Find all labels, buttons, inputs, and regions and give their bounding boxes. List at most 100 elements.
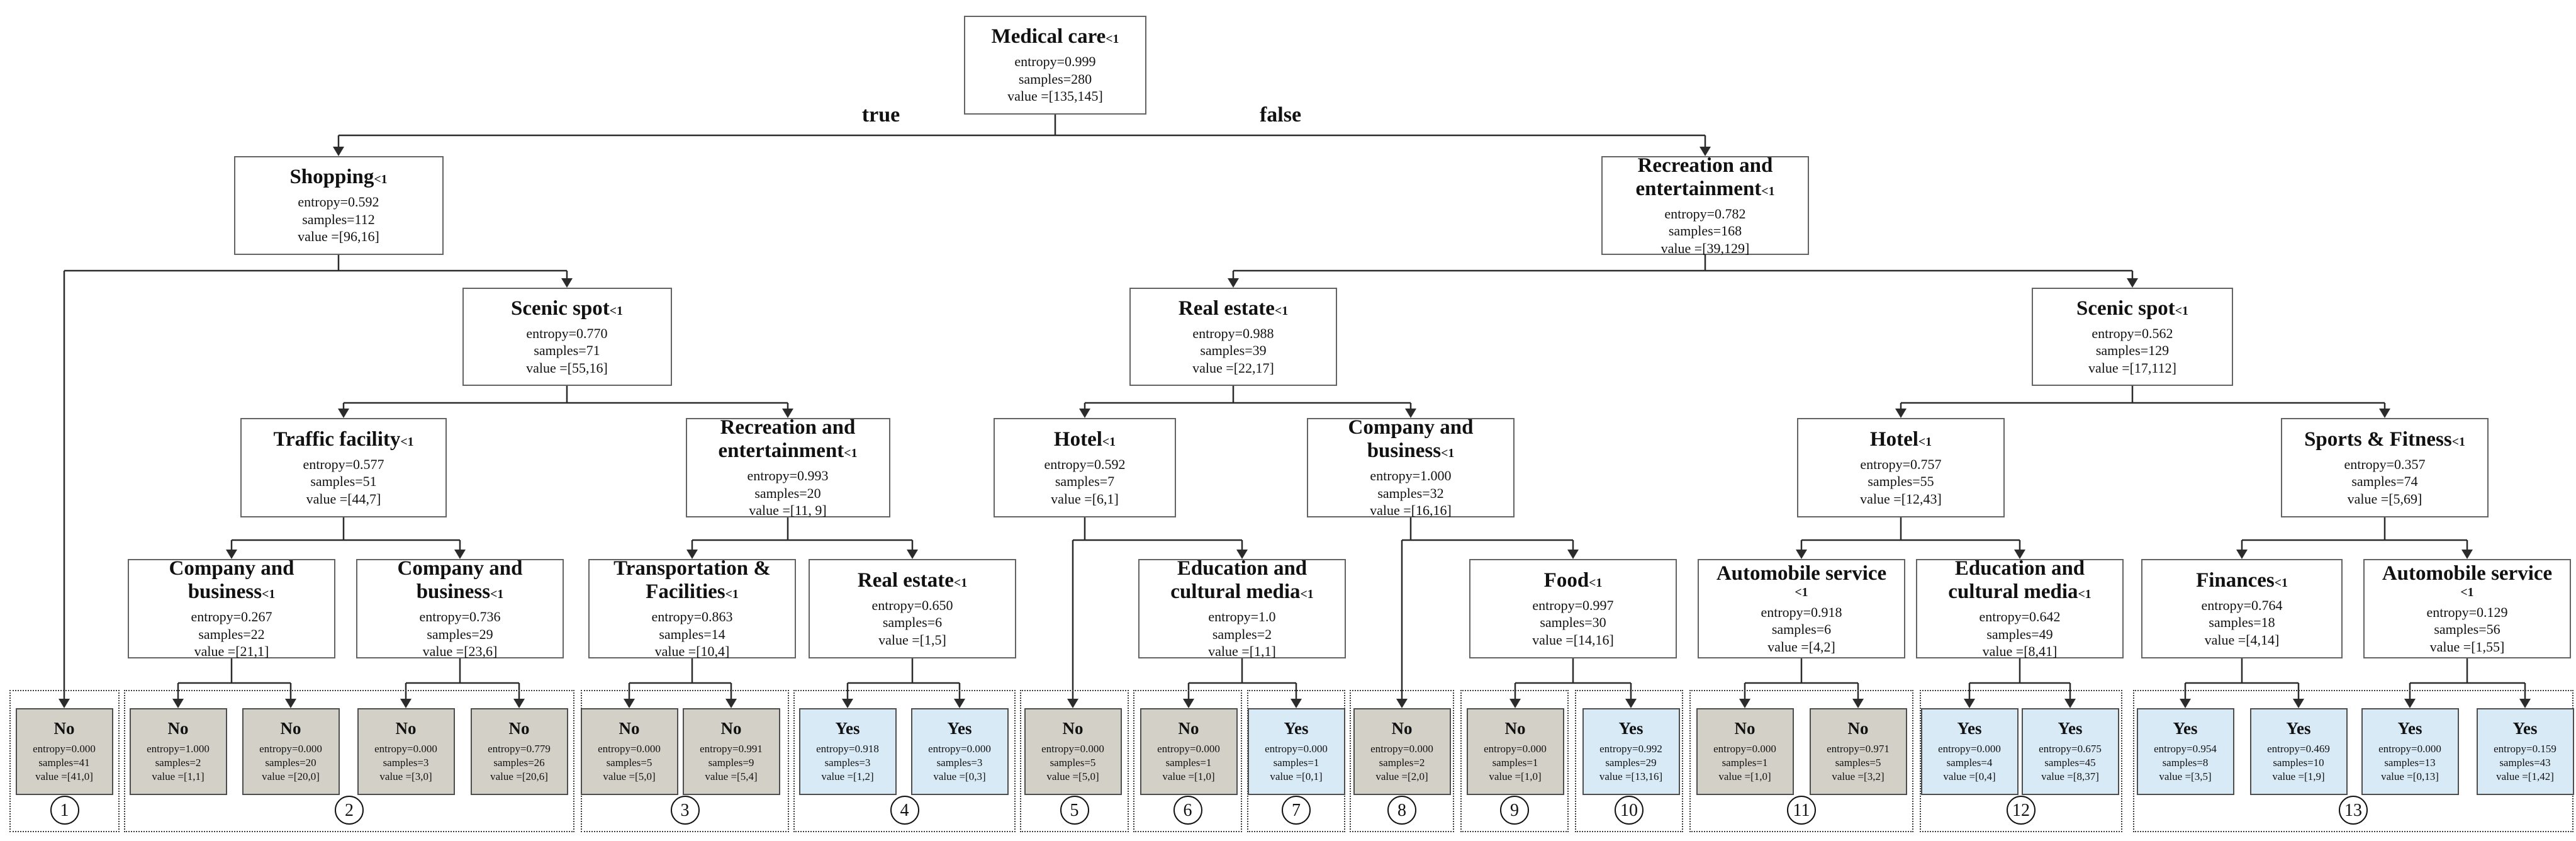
leaf-class-label: Yes [2173,719,2198,738]
leaf-class-label: No [280,719,301,738]
group-number: 11 [1787,796,1816,825]
split-threshold: <1 [844,446,858,461]
node-title: Shopping<1 [289,166,388,189]
entropy-line: entropy=0.954 [2154,742,2217,755]
value-line: value =[5,0] [1046,770,1099,782]
group-number-label: 2 [330,796,368,827]
leaf-group-box [1920,690,2122,832]
entropy-line: entropy=0.782 [1664,205,1746,222]
value-line: value =[4,14] [2204,631,2280,648]
entropy-line: entropy=0.000 [33,742,96,755]
group-number-label: 7 [1277,796,1315,827]
split-threshold: <1 [1106,32,1119,47]
leaf-group-box [124,690,574,832]
samples-line: samples=2 [155,756,201,769]
leaf-group-box [1460,690,1569,832]
entropy-line: entropy=1.0 [1208,609,1276,625]
entropy-line: entropy=0.991 [700,742,763,755]
leaf-class-label: Yes [1618,719,1644,738]
samples-line: samples=20 [754,485,821,501]
node-title: Real estate<1 [857,568,968,592]
entropy-line: entropy=0.764 [2201,597,2283,613]
leaf-group-box [1575,690,1683,832]
node-title: Transportation &Facilities<1 [613,557,771,604]
entropy-line: entropy=0.779 [488,742,551,755]
group-number: 1 [50,796,79,825]
group-number-label: 6 [1169,796,1207,827]
value-line: value =[3,5] [2159,770,2212,782]
value-line: value =[1,1] [1208,643,1276,660]
samples-line: samples=56 [2434,621,2500,638]
leaf-group-box [1133,690,1242,832]
group-number-label: 3 [666,796,704,827]
samples-line: samples=8 [2162,756,2209,769]
entropy-line: entropy=0.675 [2039,742,2102,755]
value-line: value =[13,16] [1599,770,1663,782]
entropy-line: entropy=0.000 [374,742,437,755]
samples-line: samples=13 [2384,756,2436,769]
entropy-line: entropy=1.000 [1370,468,1452,484]
samples-line: samples=29 [1605,756,1657,769]
node-title: Real estate<1 [1178,296,1289,320]
samples-line: samples=41 [38,756,90,769]
split-threshold: <1 [1761,184,1775,198]
group-number: 12 [2007,796,2036,825]
leaf-class-label: No [1504,719,1526,738]
leaf-class-label: No [720,719,742,738]
value-line: value =[0,1] [1270,770,1323,782]
split-threshold: <1 [1441,446,1455,461]
value-line: value =[17,112] [2088,359,2176,376]
group-number-label: 11 [1783,796,1820,827]
group-number: 9 [1500,796,1529,825]
entropy-line: entropy=0.918 [1761,604,1842,620]
entropy-line: entropy=0.000 [598,742,661,755]
value-line: value =[2,0] [1375,770,1428,782]
node-title: Food<1 [1543,568,1603,592]
node-title: Sports & Fitness<1 [2304,427,2465,451]
value-line: value =[11, 9] [749,502,827,519]
entropy-line: entropy=0.770 [526,325,608,341]
leaf-class-label: Yes [1957,719,1982,738]
samples-line: samples=3 [936,756,983,769]
split-threshold: <1 [262,587,276,602]
entropy-line: entropy=0.000 [1938,742,2001,755]
value-line: value =[1,2] [821,770,874,782]
samples-line: samples=280 [1018,71,1092,87]
value-line: value =[3,2] [1832,770,1884,782]
node-title: Hotel<1 [1053,427,1116,451]
value-line: value =[0,3] [933,770,986,782]
split-threshold: <1 [953,575,968,590]
samples-line: samples=6 [882,614,943,631]
value-line: value =[12,43] [1860,490,1942,507]
